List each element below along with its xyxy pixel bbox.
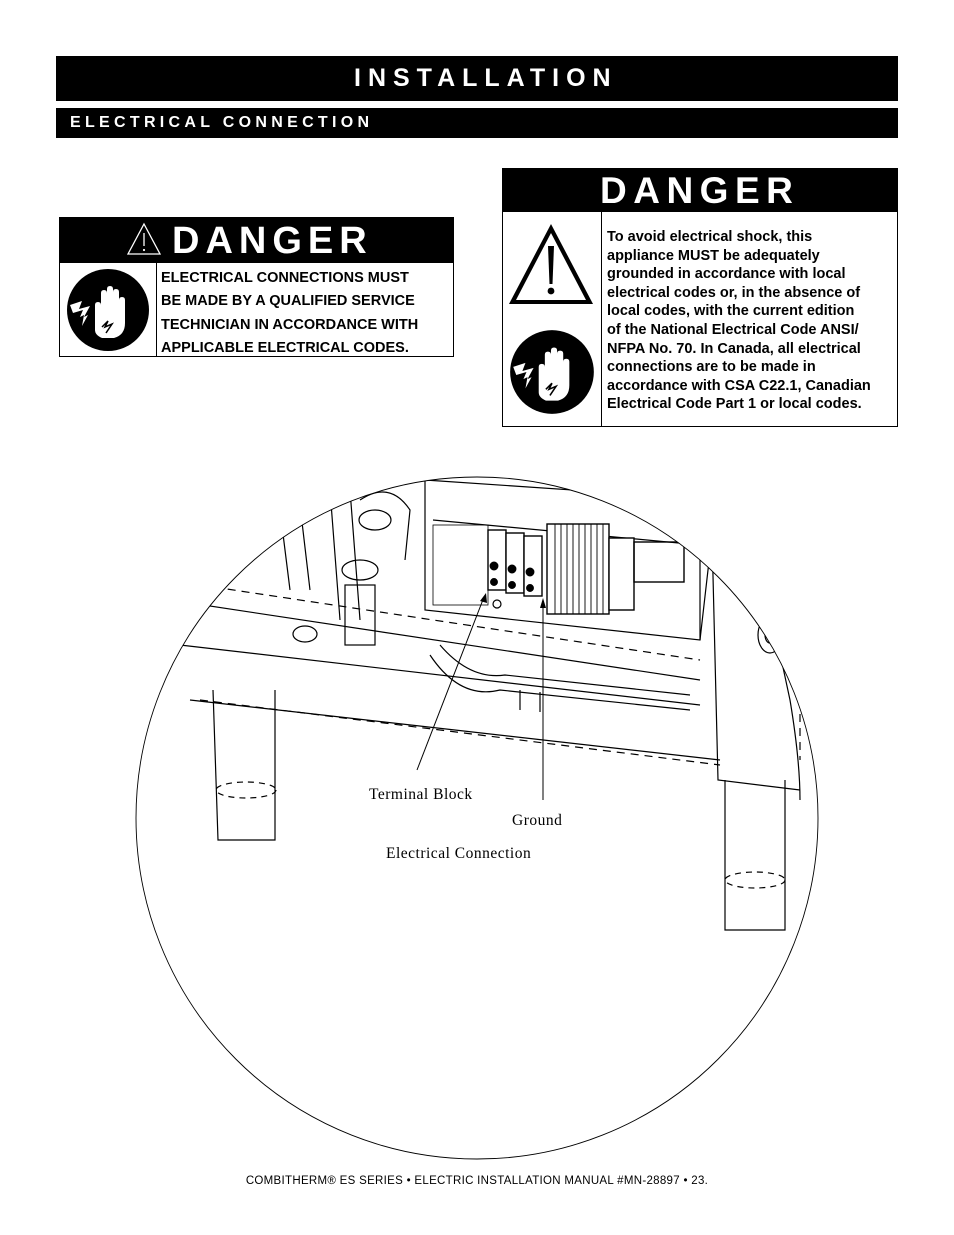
electrical-shock-hand-icon [67,269,149,351]
exclamation-triangle-icon [509,224,593,304]
danger-message-line: appliance MUST be adequately [607,247,820,264]
danger-message-line: To avoid electrical shock, this [607,229,813,245]
danger-message: ELECTRICAL CONNECTIONS MUST BE MADE BY A… [161,267,451,360]
callout-ground: Ground [512,812,563,829]
danger-message-line: BE MADE BY A QUALIFIED SERVICE [161,293,415,310]
danger-box-qualified-technician: DANGER ELECTRICAL CONNECTIONS MUST BE MA… [59,217,454,357]
warning-triangle-icon [126,222,162,255]
danger-title: DANGER [172,220,373,262]
danger-header: DANGER [503,169,897,212]
danger-message-line: of the National Electrical Code ANSI/ [607,321,859,338]
danger-box-grounding: DANGER To avoid electrical shock, this a… [502,168,898,427]
danger-message-line: Electrical Code Part 1 or local codes. [607,396,862,413]
callout-terminal-block: Terminal Block [369,786,473,803]
page-footer: COMBITHERM® ES SERIES • ELECTRIC INSTALL… [245,1175,709,1187]
subsection-header-bar: ELECTRICAL CONNECTION [56,108,898,138]
icon-cell [60,263,157,357]
icon-cell [503,212,602,427]
danger-message-line: connections are to be made in [607,359,816,376]
callout-electrical-connection: Electrical Connection [386,845,532,862]
danger-message-line: accordance with CSA C22.1, Canadian [607,377,871,394]
subsection-title: ELECTRICAL CONNECTION [70,114,374,131]
danger-message-line: electrical codes or, in the absence of [607,284,861,301]
danger-message-line: ELECTRICAL CONNECTIONS MUST [161,270,409,286]
danger-message-line: NFPA No. 70. In Canada, all electrical [607,340,861,357]
danger-message-line: local codes, with the current edition [607,303,855,320]
danger-message-line: grounded in accordance with local [607,266,846,283]
electrical-shock-hand-icon [510,330,594,414]
danger-title: DANGER [600,170,800,211]
danger-message-line: APPLICABLE ELECTRICAL CODES. [161,339,409,356]
danger-message: To avoid electrical shock, this applianc… [607,228,899,414]
section-header-bar: INSTALLATION [56,56,898,101]
danger-message-line: TECHNICIAN IN ACCORDANCE WITH [161,316,419,333]
section-title: INSTALLATION [354,64,618,92]
danger-header: DANGER [60,218,453,263]
